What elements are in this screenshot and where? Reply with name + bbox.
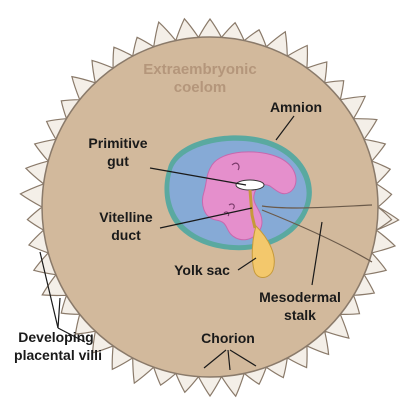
label-primitive-gut-line2: gut: [107, 153, 129, 169]
leader-villi: [58, 298, 60, 328]
label-chorion: Chorion: [201, 330, 255, 346]
label-primitive-gut-line1: Primitive: [88, 135, 147, 151]
label-mesodermal-stalk-line1: Mesodermal: [259, 289, 341, 305]
label-yolk-sac: Yolk sac: [174, 262, 230, 278]
label-vitelline-duct-line2: duct: [111, 227, 141, 243]
label-amnion: Amnion: [270, 99, 322, 115]
label-villi-line1: Developing: [18, 329, 93, 345]
label-villi-line2: placental villi: [14, 347, 102, 363]
primitive-gut: [236, 180, 264, 190]
label-vitelline-duct-line1: Vitelline: [99, 209, 153, 225]
label-mesodermal-stalk-line2: stalk: [284, 307, 316, 323]
label-coelom-line1: Extraembryonic: [143, 61, 256, 78]
label-coelom-line2: coelom: [174, 79, 227, 96]
